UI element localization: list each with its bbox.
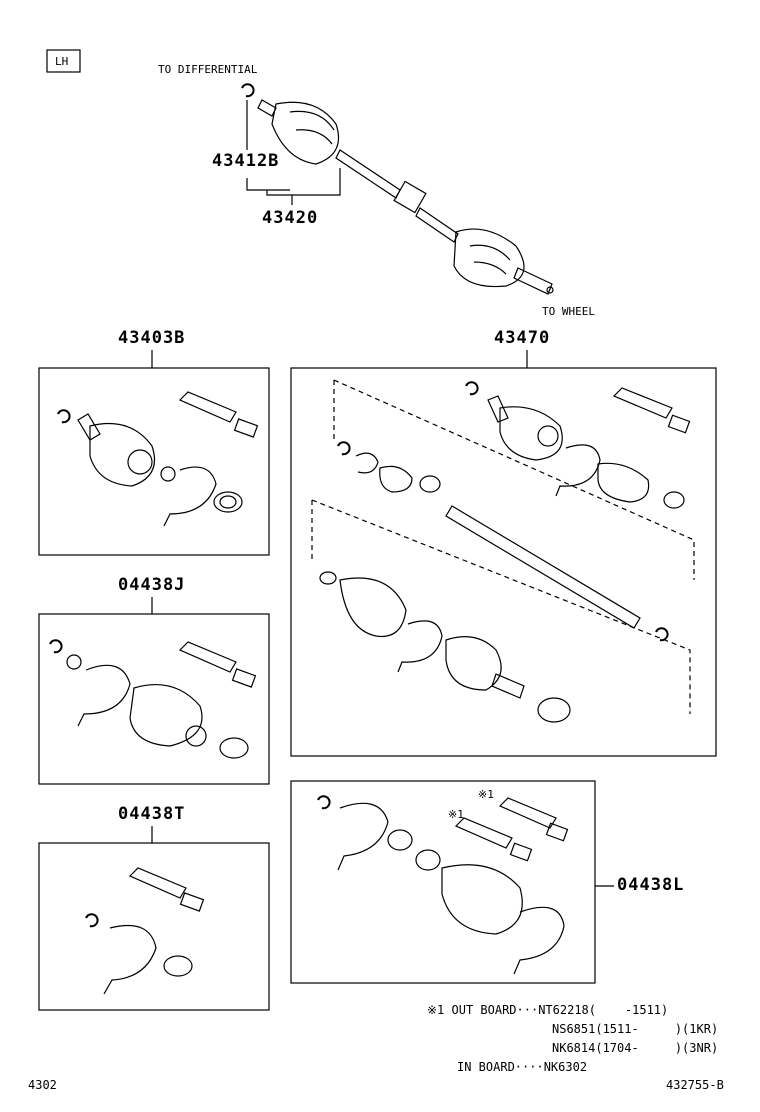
- part-number-04438J[interactable]: 04438J: [118, 575, 186, 595]
- side-tag: LH: [55, 55, 69, 68]
- kit-04438L-parts: [317, 795, 569, 975]
- footer-left: 4302: [28, 1078, 57, 1092]
- drive-shaft-assembly: [241, 83, 554, 295]
- mark-label-lower: ※1: [448, 808, 464, 821]
- lh-tag-box: [46, 49, 81, 73]
- part-number-43420[interactable]: 43420: [262, 208, 319, 228]
- part-number-04438L[interactable]: 04438L: [617, 875, 685, 895]
- kit-04438T-box: [38, 842, 270, 1011]
- footer-right: 432755-B: [666, 1078, 724, 1092]
- to-wheel-label: TO WHEEL: [542, 305, 595, 318]
- kit-04438J-box: [38, 613, 270, 785]
- kit-04438T-parts: [85, 867, 205, 995]
- part-number-43412B[interactable]: 43412B: [212, 151, 280, 171]
- note-line-4: IN BOARD····NK6302: [457, 1060, 588, 1074]
- note-line-2: NS6851(1511- )(1KR): [552, 1022, 719, 1036]
- kit-43403B-parts: [57, 391, 259, 527]
- part-number-43403B[interactable]: 43403B: [118, 328, 186, 348]
- part-number-04438T[interactable]: 04438T: [118, 804, 186, 824]
- note-line-1: ※1 OUT BOARD···NT62218( -1511): [427, 1003, 669, 1017]
- kit-04438J-parts: [49, 639, 257, 759]
- kit-43470-box: [290, 367, 717, 757]
- kit-04438L-box: [290, 780, 596, 984]
- kit-43470-parts: [311, 379, 695, 723]
- part-number-43470[interactable]: 43470: [494, 328, 551, 348]
- mark-label-upper: ※1: [478, 788, 494, 801]
- note-line-3: NK6814(1704- )(3NR): [552, 1041, 719, 1055]
- to-differential-label: TO DIFFERENTIAL: [158, 63, 258, 76]
- kit-43403B-box: [38, 367, 270, 556]
